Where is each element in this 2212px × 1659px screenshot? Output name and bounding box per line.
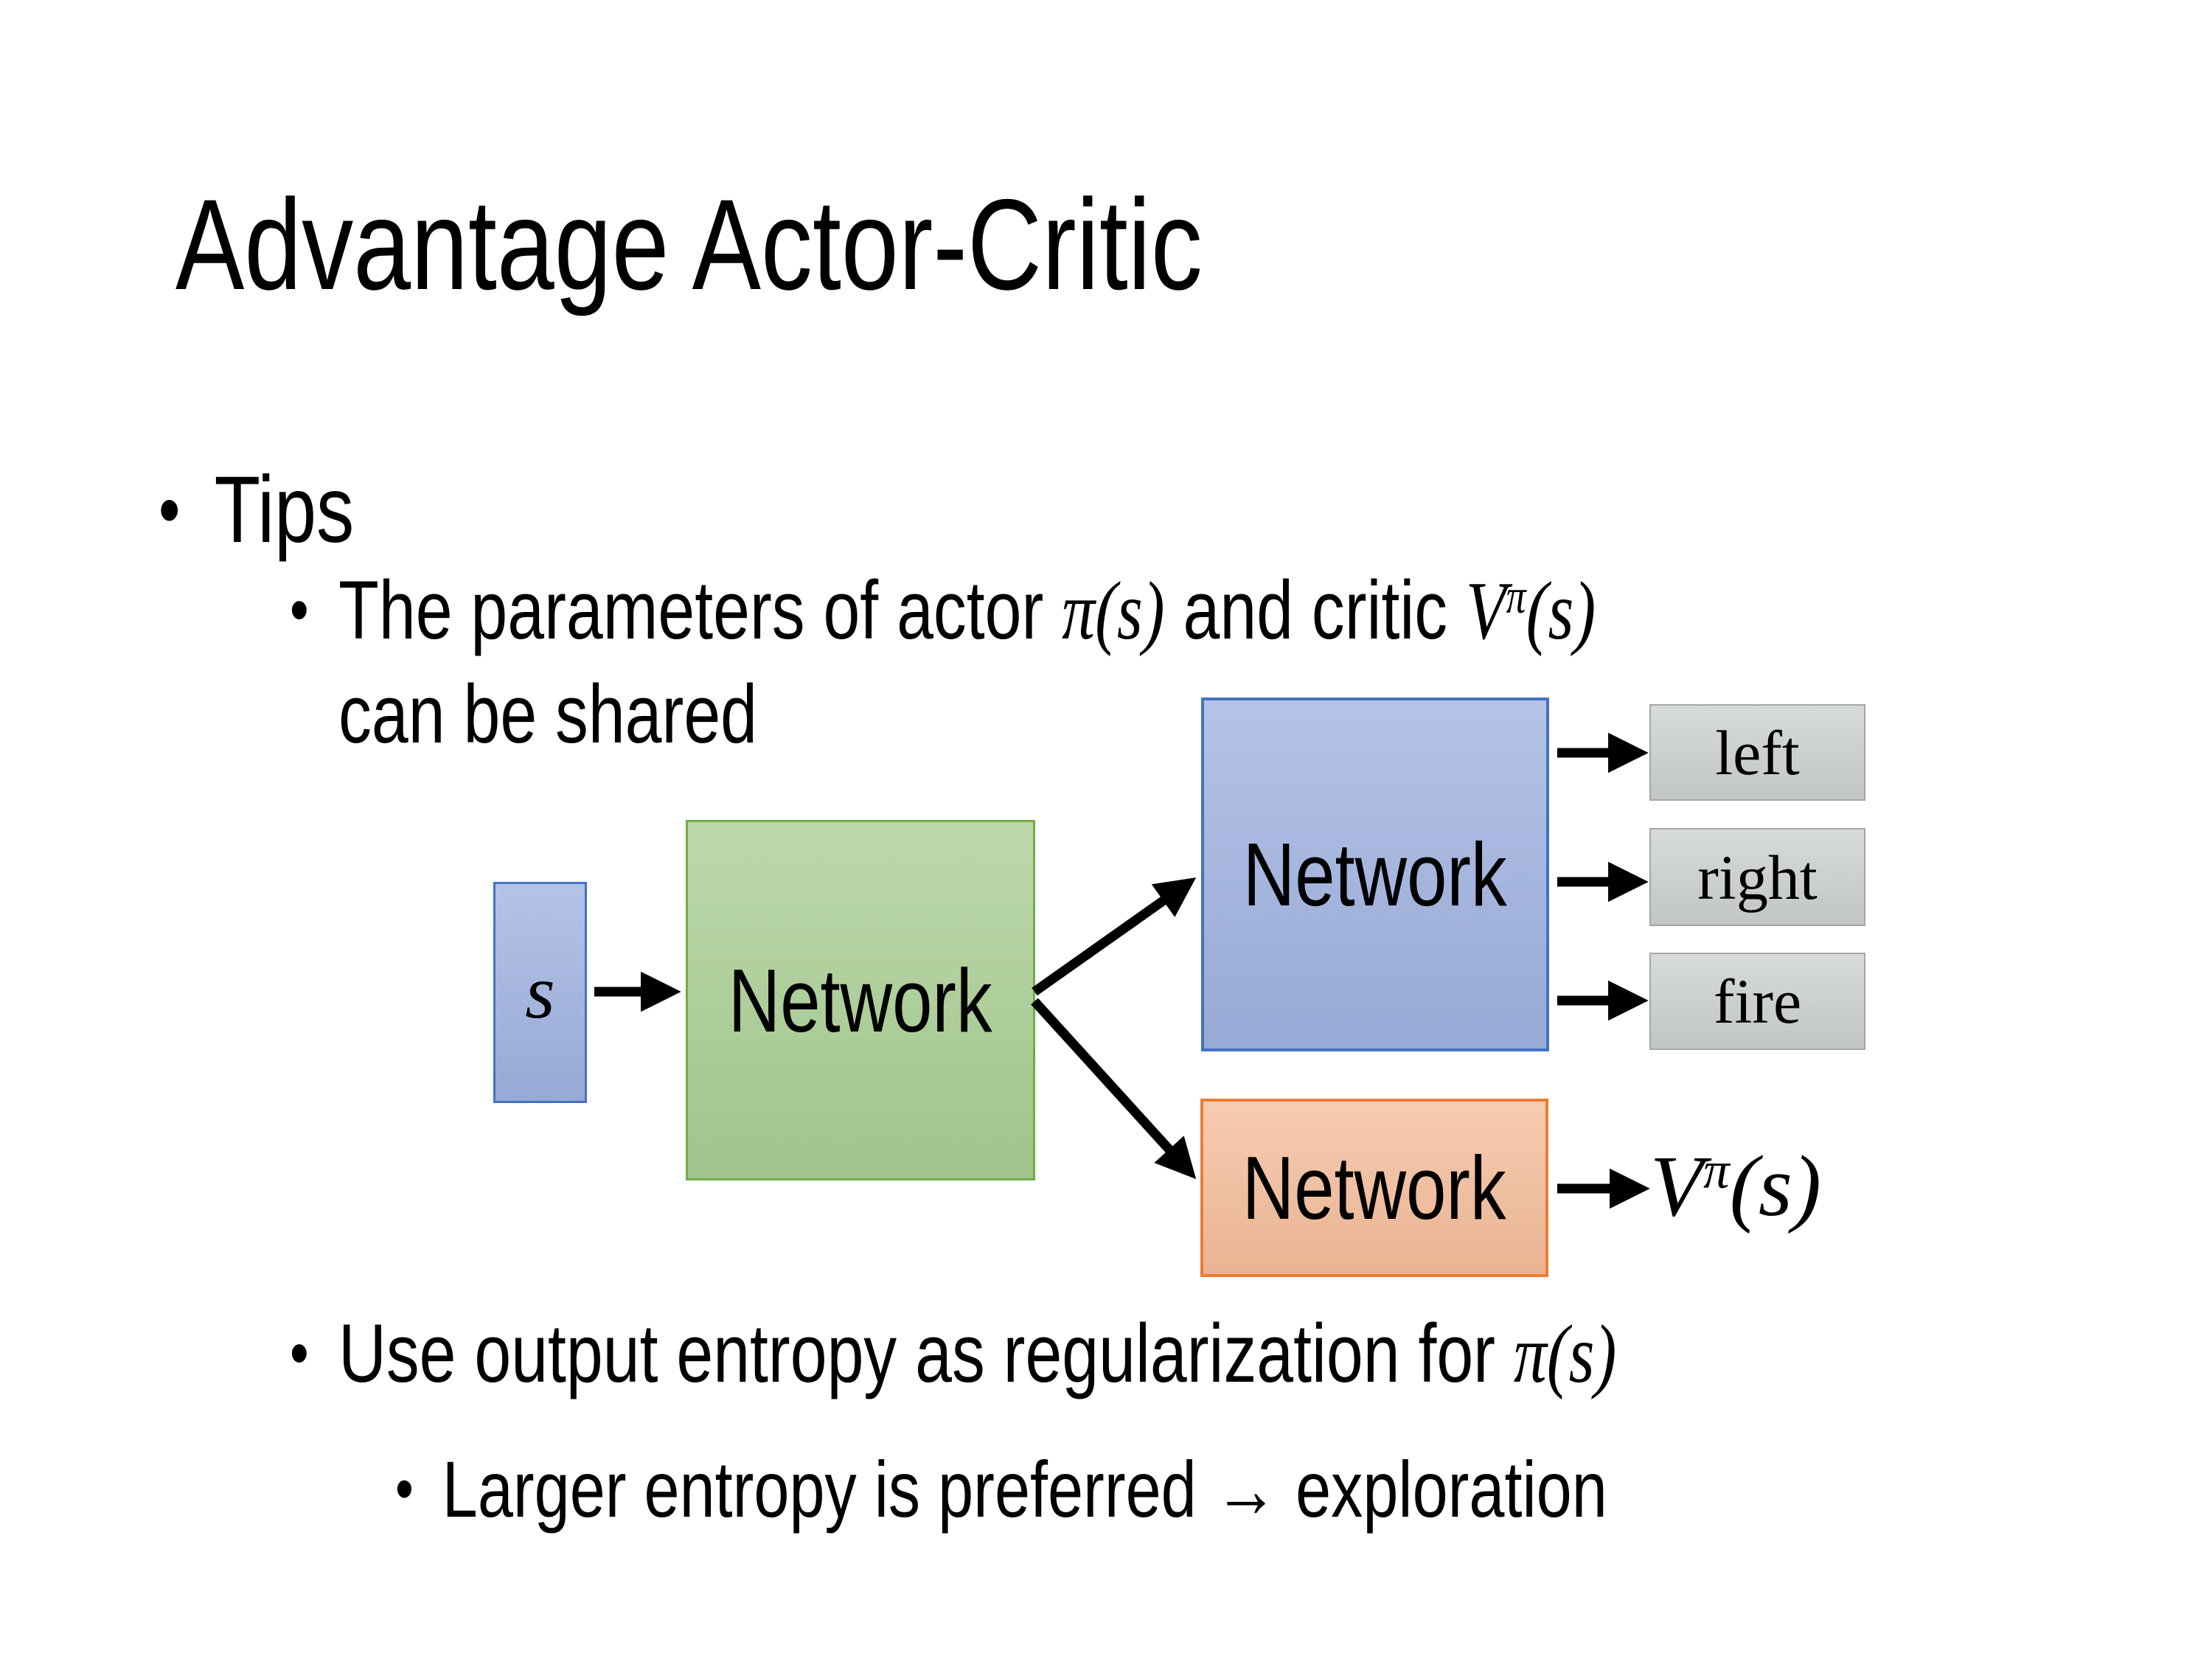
entropy-line: Use output entropy as regularization for…: [338, 1302, 1616, 1406]
shared-network-box: Network: [686, 820, 1035, 1180]
parameters-line1: The parameters of actor π(s) and critic …: [338, 559, 1596, 663]
parameters-text: The parameters of actor π(s) and critic …: [338, 559, 1596, 766]
state-input-box: s: [493, 882, 587, 1103]
value-v-arg: (s): [1729, 1138, 1822, 1234]
critic-network-box: Network: [1200, 1099, 1548, 1277]
action-right-label: right: [1697, 841, 1818, 913]
shared-network-label: Network: [728, 950, 992, 1051]
math-v-arg: (s): [1526, 566, 1596, 657]
state-label: s: [525, 950, 555, 1034]
text-run: The parameters of actor: [338, 564, 1062, 656]
action-left-label: left: [1715, 717, 1800, 788]
exploration-bullet-item: • Larger entropy is preferred → explorat…: [395, 1439, 1607, 1539]
actor-network-box: Network: [1201, 698, 1549, 1051]
math-pi-s: π(s): [1513, 1309, 1617, 1400]
value-v-base: V: [1650, 1138, 1704, 1234]
arrow-shared-to-actor-network: [1032, 877, 1197, 996]
arrow-shared-to-critic-network: [1031, 998, 1197, 1180]
parameters-line2: can be shared: [338, 668, 757, 760]
text-run: and critic: [1164, 564, 1466, 656]
action-box-fire: fire: [1649, 953, 1865, 1050]
entropy-text: Use output entropy as regularization for…: [338, 1302, 1616, 1406]
entropy-bullet-item: • Use output entropy as regularization f…: [290, 1302, 1616, 1406]
action-box-right: right: [1649, 828, 1865, 926]
bullet-dot: •: [395, 1452, 414, 1525]
text-run: Use output entropy as regularization for: [338, 1307, 1514, 1399]
critic-network-label: Network: [1242, 1138, 1506, 1238]
tips-label: Tips: [214, 457, 355, 563]
value-function-label: Vπ(s): [1650, 1134, 1821, 1239]
value-v-superscript-pi: π: [1703, 1142, 1730, 1200]
bullet-dot: •: [290, 572, 309, 647]
tips-bullet-item: • Tips: [159, 451, 354, 569]
bullet-dot: •: [290, 1315, 309, 1391]
parameters-bullet-item: • The parameters of actor π(s) and criti…: [290, 559, 1596, 766]
exploration-label: Larger entropy is preferred → exploratio…: [442, 1444, 1607, 1534]
page-title: Advantage Actor-Critic: [175, 173, 1203, 317]
bullet-dot: •: [159, 467, 181, 553]
actor-network-label: Network: [1243, 824, 1507, 925]
math-v-base: V: [1465, 566, 1506, 657]
action-fire-label: fire: [1713, 966, 1802, 1037]
math-v-superscript-pi: π: [1506, 568, 1526, 625]
math-pi-s: π(s): [1062, 566, 1165, 657]
action-box-left: left: [1649, 704, 1865, 801]
